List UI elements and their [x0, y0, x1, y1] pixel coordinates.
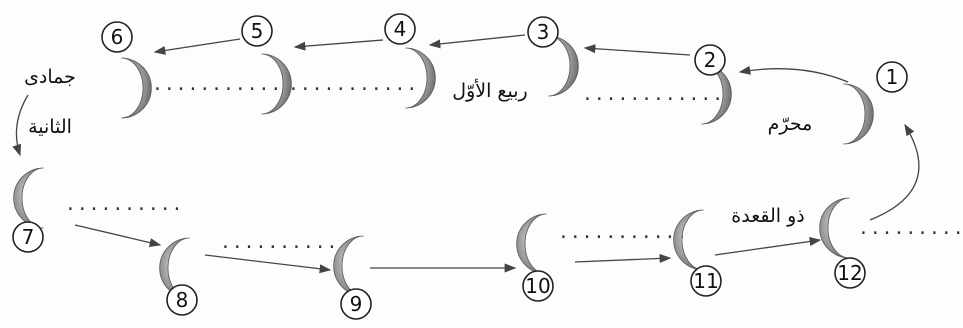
month-name-11: ذو القعدة [731, 205, 804, 227]
month-number-3: 3 [537, 20, 550, 44]
crescent-moon-icon [819, 197, 851, 259]
number-badge-6 [101, 21, 133, 53]
number-badge-8 [166, 284, 198, 316]
month-blank-10: ........... [558, 222, 688, 243]
month-name-6-line2: الثانية [28, 116, 72, 138]
month-number-7: 7 [22, 225, 35, 249]
month-number-9: 9 [350, 292, 363, 316]
month-number-8: 8 [176, 288, 189, 312]
arrow-11-to-12 [714, 236, 822, 256]
moon-5: 5 ........... [152, 15, 292, 115]
crescent-moon-icon [547, 35, 579, 97]
arrow-10-to-11 [574, 253, 672, 263]
moon-4: 4 ........... [288, 13, 436, 109]
month-number-1: 1 [886, 65, 899, 89]
crescent-moon-icon [516, 213, 548, 275]
moon-6: 6 جمادى الثانية [24, 21, 152, 138]
moon-2: 2 ............ [582, 44, 732, 125]
month-blank-8: ........... [220, 232, 350, 253]
number-badge-12 [834, 257, 866, 289]
number-badge-10 [522, 270, 554, 302]
moon-7: 7 .......... [12, 167, 183, 253]
number-badge-7 [12, 221, 44, 253]
month-blank-2: ............ [582, 84, 724, 105]
month-number-6: 6 [111, 25, 124, 49]
number-badge-4 [384, 13, 416, 45]
moon-12: 12 ........... [819, 197, 963, 289]
moon-1: 1 محرّم [768, 61, 908, 145]
arrow-12-to-1 [869, 123, 920, 221]
month-number-10: 10 [525, 274, 550, 298]
month-name-1: محرّم [768, 113, 813, 135]
arrow-3-to-4 [428, 34, 526, 49]
number-badge-2 [694, 44, 726, 76]
crescent-moon-icon [842, 83, 874, 145]
month-number-11: 11 [693, 269, 718, 293]
arrow-7-to-8 [74, 224, 162, 248]
arrow-2-to-3 [583, 44, 691, 56]
moon-8: 8 ........... [159, 232, 350, 316]
month-blank-5: ........... [152, 74, 282, 95]
arrows-group [12, 34, 920, 274]
moon-11: 11 ذو القعدة [673, 205, 805, 297]
month-name-6-line1: جمادى [24, 66, 76, 88]
moon-3: 3 ربيع الأوّل [452, 16, 579, 102]
number-badge-5 [241, 15, 273, 47]
moon-9: 9 [333, 235, 372, 320]
number-badge-1 [876, 61, 908, 93]
month-blank-12: ........... [858, 218, 963, 239]
arrow-4-to-5 [293, 39, 384, 51]
moon-10: 10 ........... [516, 213, 688, 302]
month-name-3: ربيع الأوّل [452, 79, 527, 102]
arrow-8-to-9 [204, 254, 332, 274]
crescent-moon-icon [120, 57, 152, 119]
month-blank-7: .......... [65, 194, 183, 215]
month-number-12: 12 [837, 261, 862, 285]
arrow-5-to-6 [153, 38, 241, 55]
month-number-5: 5 [251, 19, 264, 43]
arrow-6-to-7 [12, 94, 29, 157]
number-badge-9 [340, 288, 372, 320]
month-blank-4: ........... [288, 74, 418, 95]
month-number-4: 4 [394, 17, 407, 41]
crescent-moon-icon [13, 167, 45, 229]
crescent-moon-icon [673, 209, 705, 271]
number-badge-11 [690, 265, 722, 297]
arrow-1-to-2 [738, 65, 849, 83]
number-badge-3 [527, 16, 559, 48]
month-number-2: 2 [704, 48, 717, 72]
